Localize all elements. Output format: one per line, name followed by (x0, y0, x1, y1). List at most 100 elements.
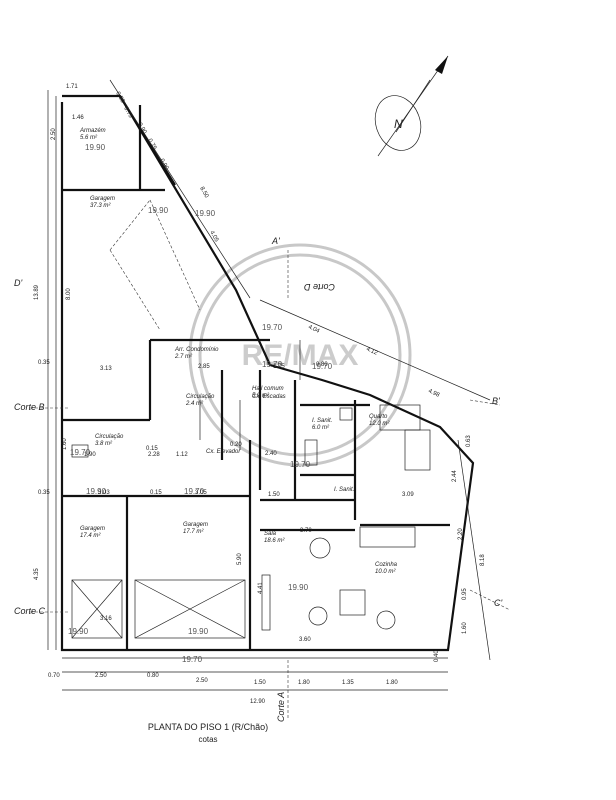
interior-details (71, 199, 431, 639)
dimension-label: 3.70 (300, 528, 312, 534)
dimension-label: 0.70 (48, 673, 60, 679)
dimension-label: 8.00 (66, 288, 72, 300)
section-label: Corte B (14, 402, 45, 412)
level-labels: 19.90 19.90 19.90 19.70 19.70 19.70 19.90 19.70… (68, 143, 333, 664)
dimension-label: 2.50 (196, 678, 208, 684)
dimension-label: 2.50 (95, 673, 107, 679)
room-name: Arr. Condomínio (174, 347, 219, 353)
level-label: 19.90 (85, 143, 106, 152)
room-area: 6.0 m² (312, 425, 330, 431)
room-name: Hall comum (252, 386, 284, 392)
level-label: 19.90 (148, 206, 169, 215)
dimension-label: 2.44 (452, 470, 458, 482)
dimension-label: 0.75 (146, 138, 157, 152)
dimension-label: 5.90 (237, 553, 243, 565)
north-label: N (394, 117, 403, 131)
level-label: 19.70 (262, 360, 283, 369)
dimension-label: 3.03 (98, 490, 110, 496)
dimension-label: 0.63 (466, 435, 472, 447)
dimension-label: 2.20 (458, 528, 464, 540)
level-label: 19.70 (290, 460, 311, 469)
dimension-label: 4.12 (365, 346, 379, 357)
room-area: 2.4 m² (185, 401, 204, 407)
room-name: Cx. Elevador (206, 449, 241, 455)
room-name: Sala (264, 531, 277, 537)
room-area: 12.0 m² (369, 421, 390, 427)
room-area: 5.9 m² (252, 393, 270, 399)
room-name: Garagem (183, 522, 208, 528)
dimension-label: 4.04 (307, 324, 321, 335)
dimension-label: 0.80 (316, 362, 328, 368)
dimension-label: 1.12 (176, 452, 188, 458)
dimension-label: 0.55 (114, 91, 125, 105)
dimension-label: 0.20 (230, 442, 242, 448)
level-label: 19.90 (288, 583, 309, 592)
dimension-label: 4.98 (427, 388, 441, 399)
level-label: 19.90 (188, 627, 209, 636)
dimension-label: 2.28 (148, 452, 160, 458)
dimension-label: 3.60 (299, 637, 311, 643)
level-label: 19.70 (184, 487, 205, 496)
section-label: B' (492, 396, 500, 406)
dimension-label: 0.95 (462, 588, 468, 600)
dimension-label: 8.18 (480, 554, 486, 566)
dimension-label: 3.13 (100, 366, 112, 372)
dimension-label: 3.09 (402, 492, 414, 498)
north-arrow-icon: N (374, 55, 449, 157)
dimension-label: 2.40 (265, 451, 277, 457)
room-name: Cx. Escadas (252, 394, 286, 400)
dimension-label: 0.90 (136, 122, 147, 136)
dimension-label: 0.90 (158, 158, 169, 172)
dimension-label: 1.80 (386, 680, 398, 686)
dimension-label: 0.40 (434, 650, 440, 662)
level-label: 19.90 (86, 487, 107, 496)
room-name: I. Sanit. (312, 418, 332, 424)
room-name: Armazém (79, 128, 106, 134)
level-label: 19.90 (68, 627, 89, 636)
level-label: 19.90 (195, 209, 216, 218)
walls (60, 94, 475, 652)
dimension-label: 3.05 (195, 490, 207, 496)
dimension-label: 4.41 (258, 582, 264, 594)
dimension-label: 1.75 (273, 364, 285, 370)
dimension-label: 0.15 (150, 490, 162, 496)
room-name: Cozinha (375, 562, 398, 568)
dimension-label: 13.89 (34, 284, 40, 300)
section-label: Corte A (276, 692, 286, 722)
level-label: 19.70 (182, 655, 203, 664)
dimension-lines (47, 79, 491, 691)
level-label: 19.70 (262, 323, 283, 332)
dimension-label: 8.50 (198, 186, 209, 200)
room-area: 5.6 m² (80, 135, 98, 141)
room-area: 17.4 m² (80, 533, 101, 539)
dimension-label: 1.60 (462, 622, 468, 634)
level-label: 19.70 (312, 362, 333, 371)
section-label: C' (494, 598, 502, 608)
room-area: 17.7 m² (183, 529, 204, 535)
room-area: 18.6 m² (264, 538, 285, 544)
room-name: Circulação (186, 394, 215, 400)
room-name: Garagem (90, 196, 115, 202)
dimension-label: 12.90 (250, 699, 266, 705)
room-area: 37.3 m² (90, 203, 111, 209)
room-area: 2.7 m² (174, 354, 193, 360)
room-area: 10.0 m² (375, 569, 396, 575)
section-label: D' (14, 278, 22, 288)
dimension-label: 0.35 (38, 490, 50, 496)
dimension-label: 0.80 (147, 673, 159, 679)
dimension-label: 0.75 (122, 106, 133, 120)
dimension-label: 0.35 (38, 360, 50, 366)
dimension-label: 2.85 (198, 364, 210, 370)
room-name: I. Sanit. (334, 487, 354, 493)
dimension-label: 2.50 (51, 128, 57, 140)
room-name: Circulação (95, 434, 124, 440)
dimension-label: 1.46 (72, 115, 84, 121)
section-label: Corte C (14, 606, 46, 616)
plan-subtitle: cotas (198, 735, 217, 744)
dimension-label: 1.50 (254, 680, 266, 686)
dimension-label: 4.05 (208, 230, 219, 244)
level-label: 19.70 (70, 448, 91, 457)
dimension-label: 1.90 (84, 452, 96, 458)
dimension-labels: 1.711.462.500.550.750.900.750.908.504.05… (34, 84, 486, 705)
